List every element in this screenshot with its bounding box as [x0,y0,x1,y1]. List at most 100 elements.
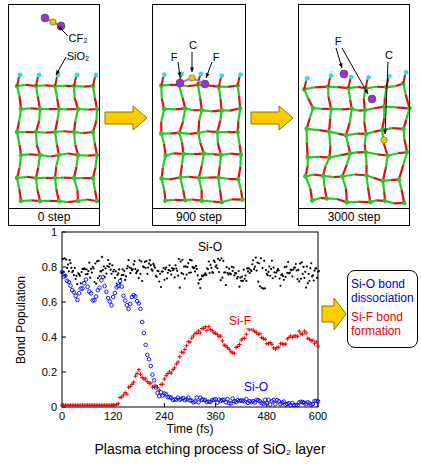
data-point [257,281,259,283]
data-point [306,265,308,267]
drawing [76,107,81,112]
data-point [149,364,153,368]
data-point [225,284,227,286]
data-point [258,332,262,336]
leader-line [385,62,388,134]
data-point [135,371,139,375]
carbon-atom [189,75,195,81]
data-point [88,262,90,264]
drawing [236,177,241,182]
data-point [86,268,88,270]
data-point [192,267,194,269]
data-point [76,298,80,302]
data-point [188,340,192,344]
data-point [108,266,110,268]
data-point [250,270,252,272]
data-point [229,402,233,406]
data-point [220,339,224,343]
tick [62,337,66,338]
data-point [74,294,78,298]
data-point [226,266,228,268]
drawing [383,199,388,204]
data-point [200,278,202,280]
leader-arrowhead [56,70,60,75]
leader-arrowhead [190,67,194,72]
tick-label: 0 [51,401,57,413]
data-point [114,277,116,279]
data-point [274,275,276,277]
drawing [34,176,39,181]
data-point [92,267,94,269]
data-point [161,382,165,386]
data-point [314,340,318,344]
data-point [94,262,96,264]
drawing [215,130,220,135]
data-point [255,269,257,271]
atom-label: F [213,51,220,63]
data-point [75,275,77,277]
drawing [76,199,81,204]
data-point [101,275,105,279]
atom-lattice [159,71,245,204]
data-point [87,270,89,272]
data-point [98,260,100,262]
data-point [209,272,211,274]
leader-arrowhead [58,26,63,31]
data-point [161,270,163,272]
drawing [18,73,23,78]
data-point [187,262,189,264]
data-point [137,302,141,306]
drawing [162,107,167,112]
data-point [127,307,131,311]
data-point [305,286,307,288]
leader-line [336,48,342,68]
data-point [251,263,253,265]
data-point [168,264,170,266]
data-point [122,274,124,276]
drawing [381,179,386,184]
drawing [216,175,221,180]
data-point [279,278,281,280]
data-point [98,275,100,277]
data-point [235,272,237,274]
tick [62,372,66,373]
data-point [247,270,249,272]
data-point [70,267,72,269]
data-point [245,397,249,401]
drawing [202,151,207,156]
data-point [269,275,271,277]
tick-label: 120 [104,410,122,422]
figure-caption: Plasma etching process of SiO₂ layer [94,442,325,457]
data-point [178,258,180,260]
tick-label: 0.8 [42,261,57,273]
drawing [95,107,100,112]
data-point [205,328,209,332]
drawing [364,132,369,137]
drawing [38,199,43,204]
data-point [267,271,269,273]
data-point [278,269,280,271]
data-point [162,267,164,269]
data-point [208,260,210,262]
data-point [178,355,182,359]
data-point [242,280,244,282]
data-point [121,268,123,270]
data-point [279,285,281,287]
fluorine-atom [368,95,376,103]
data-point [292,269,294,271]
data-point [180,260,182,262]
data-point [147,266,149,268]
data-point [173,268,175,270]
data-point [195,265,197,267]
data-point [296,278,298,280]
drawing [304,127,309,132]
data-point [155,275,157,277]
data-point [219,334,223,338]
drawing [36,77,38,86]
leader-arrowhead [383,129,387,134]
data-point [275,272,277,274]
data-point [315,267,317,269]
drawing [397,177,402,182]
drawing [327,129,332,134]
drawing [177,130,182,135]
